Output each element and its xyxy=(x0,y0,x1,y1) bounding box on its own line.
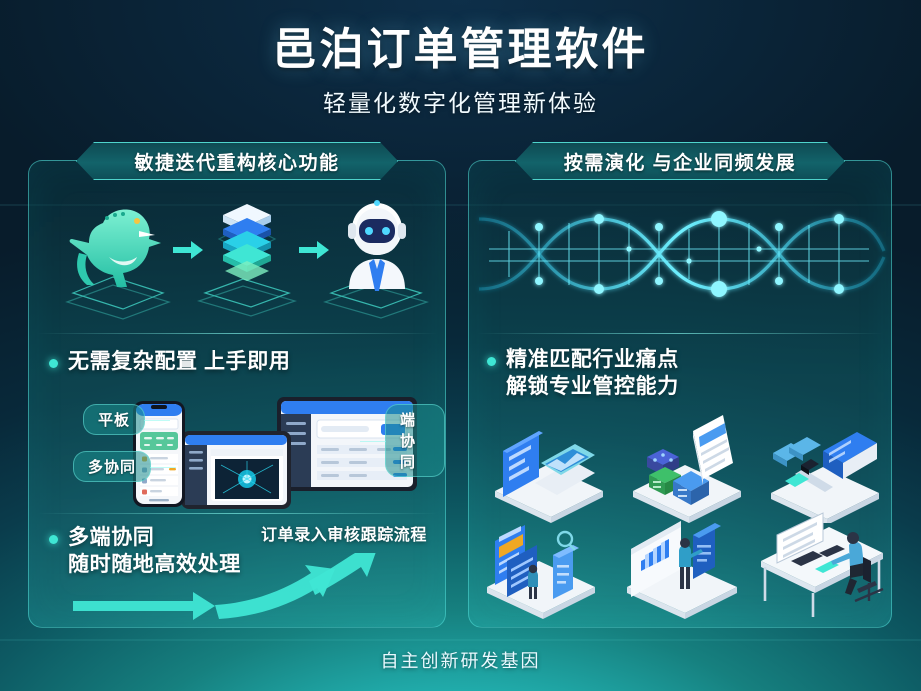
dinosaur-icon xyxy=(69,209,161,287)
left-feature-1-text: 无需复杂配置 上手即用 xyxy=(68,350,291,373)
person-standing xyxy=(528,564,538,599)
laptop-dashboard-scene xyxy=(495,431,603,523)
tablet-mockup xyxy=(181,431,291,509)
right-feature-1-text: 精准匹配行业痛点 解锁专业管控能力 xyxy=(506,348,679,398)
analytics-presentation-scene xyxy=(627,521,737,619)
person-seated xyxy=(831,532,884,603)
bullet-dot-icon xyxy=(49,359,58,368)
page-subtitle: 轻量化数字化管理新体验 xyxy=(323,89,598,116)
scene-row-bottom xyxy=(487,512,884,619)
tag-client-collab: 端协同 xyxy=(360,404,445,477)
report-review-scene xyxy=(487,525,595,619)
multi-device-illustration xyxy=(133,397,417,509)
flow-label: 订单录入审核跟踪流程 xyxy=(261,527,428,544)
right-panel-divider-1 xyxy=(477,333,883,334)
right-panel: 按需演化 与企业同频发展 xyxy=(468,160,892,628)
arrow-right-icon xyxy=(299,241,329,259)
smartphone-mockup xyxy=(133,401,185,507)
bullet-dot-icon xyxy=(487,357,496,366)
server-stack-icon xyxy=(217,204,277,281)
robot-assistant-icon xyxy=(348,200,406,291)
left-feature-2: 多端协同 随时随地高效处理 xyxy=(49,525,241,579)
right-feature-1: 精准匹配行业痛点 解锁专业管控能力 xyxy=(487,347,679,401)
desk-worker-scene xyxy=(761,512,884,617)
growth-arrow-icon xyxy=(73,553,376,620)
tag-tablet: 平板 xyxy=(83,404,171,435)
left-panel-header: 敏捷迭代重构核心功能 xyxy=(76,142,398,180)
footer-text: 自主创新研发基因 xyxy=(380,651,541,671)
person-presenting xyxy=(679,538,703,589)
evolution-illustration xyxy=(65,200,429,320)
arrow-right-icon xyxy=(173,241,203,259)
poster-header: 邑泊订单管理软件 轻量化数字化管理新体验 xyxy=(0,26,921,118)
dna-helix-icon xyxy=(478,211,886,297)
data-cube-document-scene xyxy=(633,415,741,523)
right-panel-header: 按需演化 与企业同频发展 xyxy=(515,142,845,180)
left-panel: 敏捷迭代重构核心功能 xyxy=(28,160,446,628)
bullet-dot-icon xyxy=(49,535,58,544)
tag-multi-collab: 多协同 xyxy=(73,451,177,482)
left-feature-2-text: 多端协同 随时随地高效处理 xyxy=(68,526,241,576)
scene-row-top xyxy=(495,415,879,523)
left-panel-divider-2 xyxy=(37,513,437,514)
workstation-monitor-scene xyxy=(771,432,879,523)
left-panel-divider-1 xyxy=(37,333,437,334)
left-feature-1: 无需复杂配置 上手即用 xyxy=(49,349,290,376)
page-title: 邑泊订单管理软件 xyxy=(272,25,649,74)
